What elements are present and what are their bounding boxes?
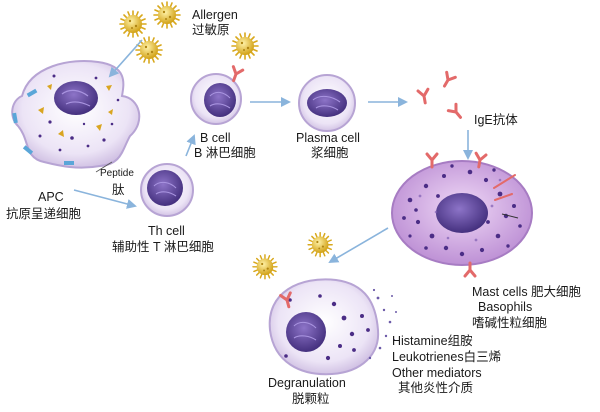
label-allergen-en: Allergen bbox=[192, 8, 238, 22]
label-ige: IgE抗体 bbox=[474, 113, 518, 127]
label-plasma-cn: 浆细胞 bbox=[311, 146, 349, 160]
label-allergen-cn: 过敏原 bbox=[192, 23, 230, 37]
label-plasma-en: Plasma cell bbox=[296, 131, 360, 145]
label-degranulation-en: Degranulation bbox=[268, 376, 346, 390]
peptide-pointer bbox=[95, 161, 113, 173]
label-apc-en: APC bbox=[38, 190, 64, 204]
label-th-en: Th cell bbox=[148, 224, 185, 238]
flow-arrows bbox=[73, 39, 473, 264]
label-other-mediators: Other mediators bbox=[392, 366, 482, 380]
plasma-cell-icon bbox=[298, 74, 356, 132]
arrow-allergen-to-apc bbox=[108, 39, 143, 78]
mast-cell-icon bbox=[391, 151, 533, 278]
label-leukotrienes: Leukotrienes白三烯 bbox=[392, 350, 502, 364]
label-basophils: Basophils bbox=[478, 300, 533, 314]
apc-cell-icon bbox=[11, 60, 141, 169]
label-bcell-cn: B 淋巴细胞 bbox=[194, 146, 256, 160]
label-peptide-en: Peptide bbox=[100, 168, 134, 179]
arrow-mast-to-degranulation bbox=[328, 227, 389, 264]
allergen-small-icon bbox=[252, 232, 333, 280]
arrow-apc-to-th bbox=[73, 189, 137, 209]
arrow-th-to-bcell bbox=[185, 134, 196, 157]
th-cell-icon bbox=[140, 163, 194, 217]
label-degranulation-cn: 脱颗粒 bbox=[292, 392, 330, 406]
degranulating-cell-icon bbox=[268, 278, 397, 376]
label-basophils-cn: 嗜碱性粒细胞 bbox=[472, 316, 548, 330]
ige-antibody-icon bbox=[416, 70, 466, 123]
label-peptide-cn: 肽 bbox=[112, 183, 125, 197]
b-cell-icon bbox=[190, 65, 245, 125]
label-apc-cn: 抗原呈递细胞 bbox=[6, 207, 82, 221]
label-other-cn: 其他炎性介质 bbox=[398, 381, 474, 395]
label-th-cn: 辅助性 T 淋巴细胞 bbox=[112, 240, 214, 254]
label-mast: Mast cells 肥大细胞 bbox=[472, 285, 582, 299]
label-bcell-en: B cell bbox=[200, 131, 231, 145]
label-histamine: Histamine组胺 bbox=[392, 334, 473, 348]
